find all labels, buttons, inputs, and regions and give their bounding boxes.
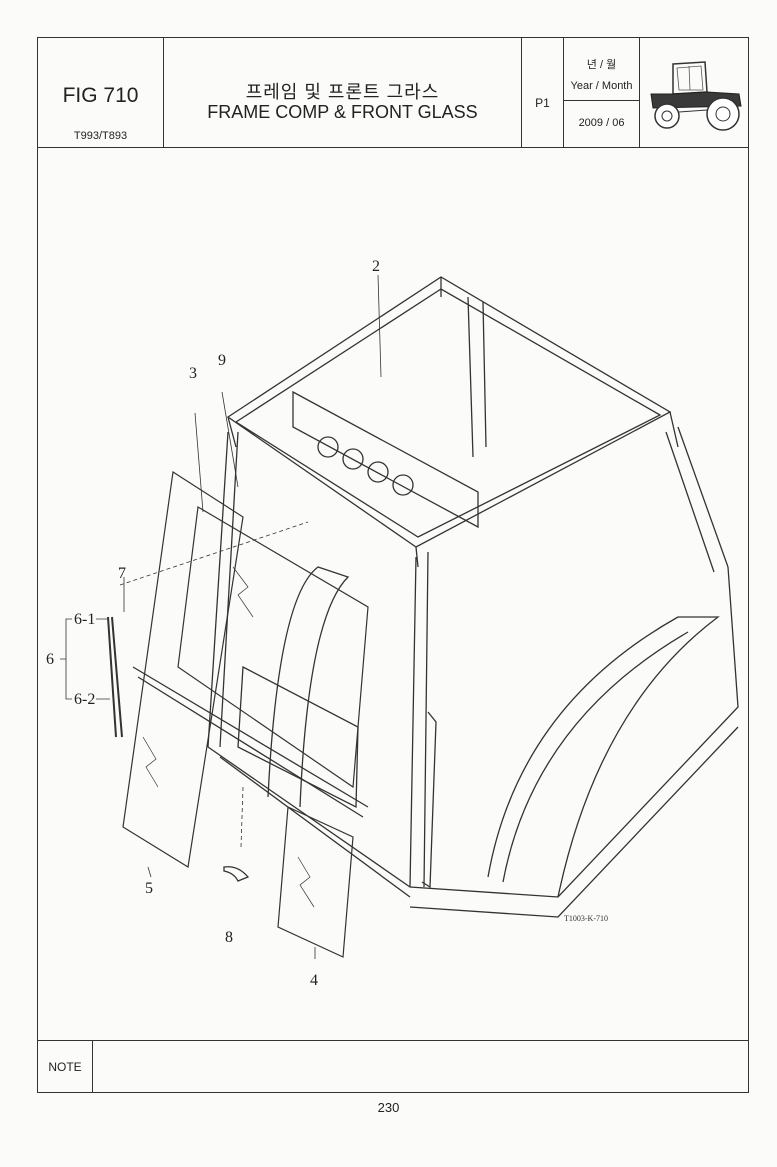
year-month-cell: 년 / 월 Year / Month 2009 / 06 bbox=[564, 38, 640, 147]
title-cell: 프레임 및 프론트 그라스 FRAME COMP & FRONT GLASS bbox=[164, 38, 522, 147]
note-label: NOTE bbox=[38, 1041, 93, 1093]
figure-number: FIG 710 bbox=[62, 84, 139, 107]
callout-7: 7 bbox=[118, 565, 126, 582]
title-korean: 프레임 및 프론트 그라스 bbox=[245, 82, 440, 102]
year-month-divider bbox=[564, 100, 639, 101]
page-number: 230 bbox=[377, 1100, 400, 1115]
cab-frame-drawing: 2 9 3 7 6-1 6 6-2 5 8 4 T1003-K-710 bbox=[46, 258, 739, 989]
callout-6-2: 6-2 bbox=[74, 691, 95, 708]
page-code-cell: P1 bbox=[522, 38, 564, 147]
issue-date: 2009 / 06 bbox=[578, 117, 625, 129]
exploded-diagram: 2 9 3 7 6-1 6 6-2 5 8 4 T1003-K-710 bbox=[38, 147, 750, 1040]
drawing-reference-code: T1003-K-710 bbox=[564, 914, 608, 923]
header-block: FIG 710 T993/T893 프레임 및 프론트 그라스 FRAME CO… bbox=[38, 38, 748, 148]
callout-6: 6 bbox=[46, 651, 54, 668]
callout-4: 4 bbox=[310, 972, 318, 989]
callout-2: 2 bbox=[372, 258, 380, 275]
callout-8: 8 bbox=[225, 929, 233, 946]
callout-6-1: 6-1 bbox=[74, 611, 95, 628]
tractor-icon bbox=[650, 61, 742, 131]
model-numbers: T993/T893 bbox=[73, 130, 128, 142]
callout-9: 9 bbox=[218, 352, 226, 369]
callout-3: 3 bbox=[189, 365, 197, 382]
callout-5: 5 bbox=[145, 880, 153, 897]
year-month-korean: 년 / 월 bbox=[586, 59, 617, 71]
page-code: P1 bbox=[535, 96, 550, 110]
fig-cell: FIG 710 T993/T893 bbox=[38, 38, 164, 147]
parts-sheet: FIG 710 T993/T893 프레임 및 프론트 그라스 FRAME CO… bbox=[37, 37, 749, 1093]
year-month-english: Year / Month bbox=[570, 80, 633, 92]
title-english: FRAME COMP & FRONT GLASS bbox=[207, 102, 478, 122]
tractor-cell bbox=[640, 38, 750, 147]
note-row: NOTE bbox=[38, 1040, 748, 1093]
cab-frame-lines bbox=[60, 274, 739, 959]
